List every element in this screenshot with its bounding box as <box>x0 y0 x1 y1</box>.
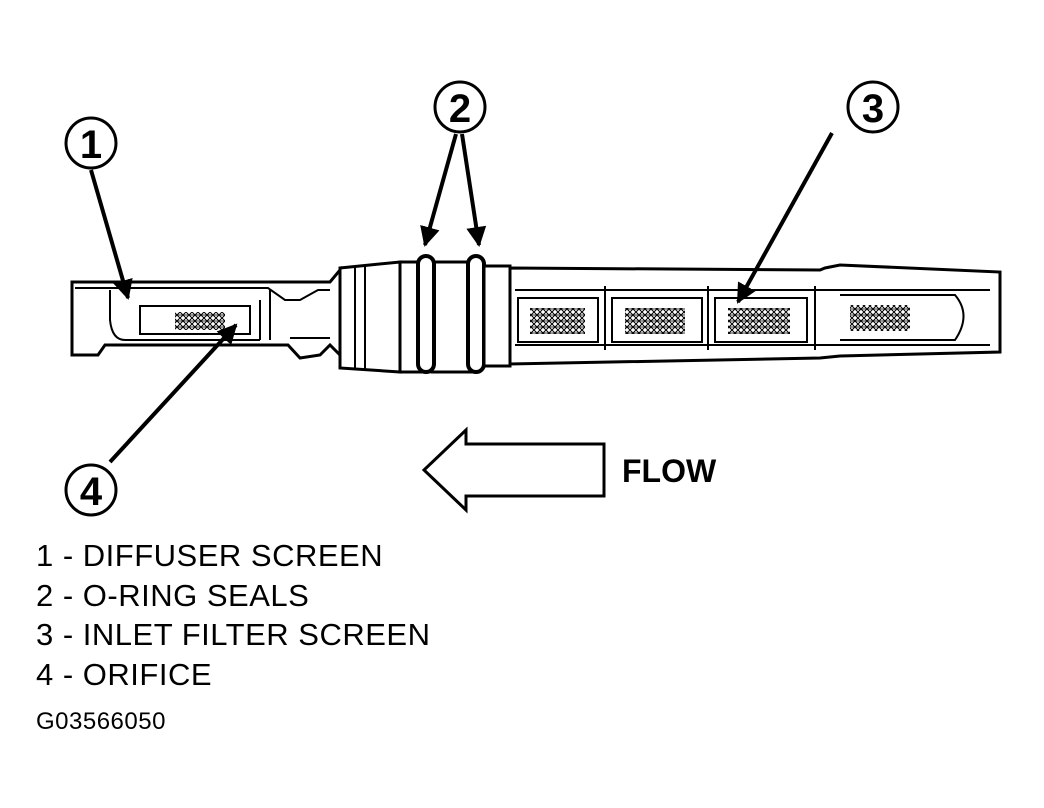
legend-item: 3 - INLET FILTER SCREEN <box>36 617 431 652</box>
orifice-tube-body <box>70 254 1002 374</box>
flow-indicator: FLOW <box>421 426 717 514</box>
callout-2: 2 <box>420 80 487 247</box>
callout-4: 4 <box>64 323 238 517</box>
callout-1-number: 1 <box>80 123 102 167</box>
flow-label: FLOW <box>622 453 717 489</box>
figure-code: G03566050 <box>36 708 166 735</box>
callout-2-arrow-left <box>420 133 458 247</box>
o-ring-seal-2 <box>466 254 486 374</box>
callout-4-arrow <box>108 323 238 464</box>
o-ring-seal-1 <box>416 254 436 374</box>
callout-3-arrow <box>736 132 834 304</box>
callout-1-arrow <box>89 169 133 300</box>
legend-item: 1 - DIFFUSER SCREEN <box>36 538 384 573</box>
callout-2-arrow-right <box>460 133 487 247</box>
callout-2-number: 2 <box>449 87 471 131</box>
legend-item: 2 - O-RING SEALS <box>36 577 310 613</box>
legend-item: 4 - ORIFICE <box>36 656 213 692</box>
callout-1: 1 <box>64 116 133 300</box>
callout-4-number: 4 <box>80 470 103 514</box>
callout-3: 3 <box>736 80 900 304</box>
legend: 1 - DIFFUSER SCREEN 2 - O-RING SEALS 3 -… <box>36 536 431 694</box>
flow-arrow-icon <box>421 426 606 514</box>
callout-3-number: 3 <box>862 87 884 131</box>
